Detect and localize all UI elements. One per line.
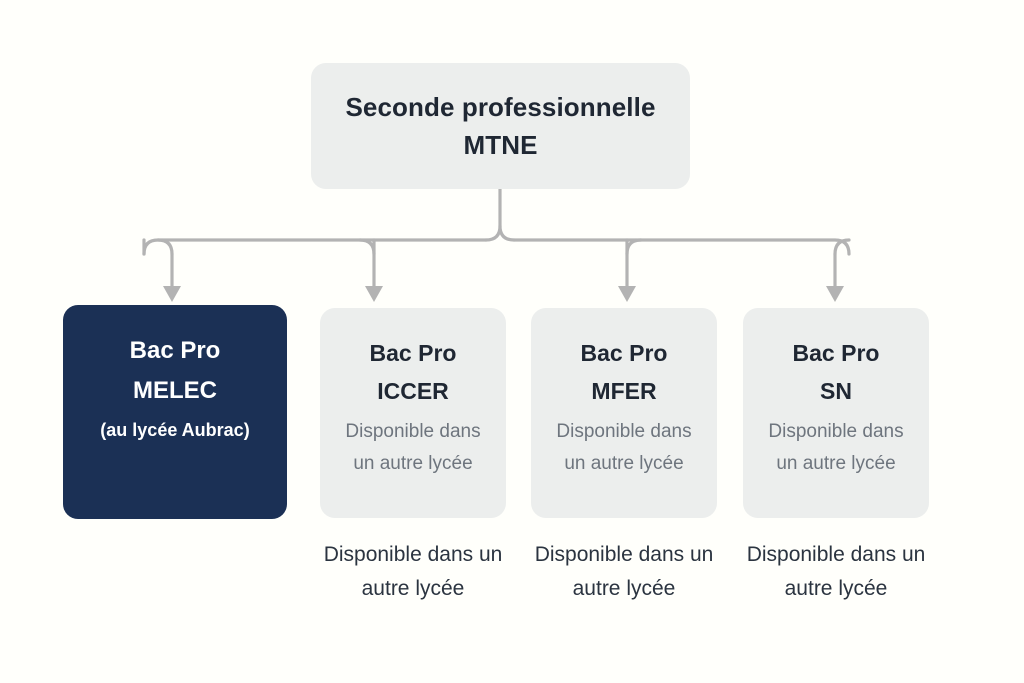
connector-stem: [498, 187, 516, 242]
node-mfer-line1: Bac Pro: [580, 340, 668, 366]
connector-corner-3: [625, 238, 643, 256]
node-bac-pro-sn[interactable]: Bac Pro SN Disponible dans un autre lycé…: [743, 308, 929, 518]
node-bac-pro-melec[interactable]: Bac Pro MELEC (au lycée Aubrac): [63, 305, 287, 519]
node-sn-line2: SN: [820, 378, 852, 404]
arrow-head-3: [618, 286, 636, 302]
caption-sn: Disponible dans un autre lycée: [746, 543, 926, 600]
node-root-line2: MTNE: [463, 130, 538, 160]
node-root[interactable]: Seconde professionnelle MTNE: [311, 63, 690, 189]
caption-mfer: Disponible dans un autre lycée: [534, 543, 714, 600]
caption-iccer: Disponible dans un autre lycée: [323, 543, 503, 600]
arrow-head-2: [365, 286, 383, 302]
connector-bus-right: [512, 238, 851, 256]
node-melec-line1: Bac Pro: [129, 337, 221, 364]
node-bac-pro-mfer[interactable]: Bac Pro MFER Disponible dans un autre ly…: [531, 308, 717, 518]
node-sn-line1: Bac Pro: [792, 340, 880, 366]
node-root-line1: Seconde professionnelle: [345, 92, 656, 122]
arrow-head-4: [826, 286, 844, 302]
node-mfer-subtitle: Disponible dans un autre lycée: [556, 421, 692, 474]
node-iccer-subtitle: Disponible dans un autre lycée: [345, 421, 481, 474]
node-sn-subtitle: Disponible dans un autre lycée: [768, 421, 904, 474]
connector-bus-left: [142, 238, 488, 256]
node-melec-location: (au lycée Aubrac): [100, 420, 250, 440]
node-iccer-line2: ICCER: [377, 378, 449, 404]
arrow-head-1: [163, 286, 181, 302]
connector-stem-left: [484, 224, 502, 242]
node-mfer-line2: MFER: [591, 378, 657, 404]
node-bac-pro-iccer[interactable]: Bac Pro ICCER Disponible dans un autre l…: [320, 308, 506, 518]
connector-corner-2: [358, 238, 376, 256]
connector-corner-4: [833, 238, 851, 256]
connector-corner-1: [156, 238, 174, 256]
node-iccer-line1: Bac Pro: [369, 340, 457, 366]
node-melec-line2: MELEC: [133, 377, 217, 404]
